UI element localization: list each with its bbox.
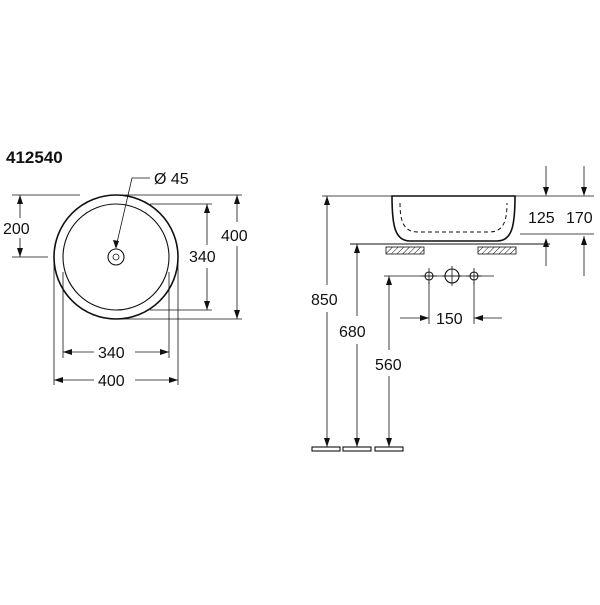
tap-center [442,266,462,286]
dim-offset-arrow-bottom [17,248,23,257]
outer-height-label: 400 [221,228,248,245]
bowl-height-label: 125 [528,210,555,227]
drain-leader [115,177,150,248]
dim-inner-height-arrow-bottom [204,301,210,310]
side-view: 125 170 850 680 560 [311,166,594,452]
floor-to-top-label: 850 [311,292,338,309]
dim-outer-width-arrow-right [169,377,178,383]
dim-bowl-height-arrow-top [543,187,549,196]
basin-inner-rim [62,203,170,311]
floor-plate-1 [311,446,341,452]
dim-outer-height-arrow-bottom [234,310,240,319]
dim-floor-tap-arrow-bottom [386,438,392,447]
dim-outer-width-arrow-left [54,377,63,383]
floor-to-tap-label: 560 [375,357,402,374]
dim-floor-tap-arrow-top [386,276,392,285]
dim-floor-counter-arrow-top [354,244,360,253]
total-height-label: 170 [566,210,593,227]
counter-support-left [385,246,425,255]
dim-tap-spacing-arrow-right [474,315,483,321]
dim-offset-arrow-top [17,195,23,204]
dim-inner-height-arrow-top [204,204,210,213]
tap-right [466,268,482,284]
dim-bowl-height-arrow-bottom [543,238,549,247]
drain-leader-arrow [113,240,119,249]
dim-tap-spacing-arrow-left [420,315,429,321]
top-view: Ø 45 200 340 400 3 [3,171,248,390]
tap-spacing-label: 150 [436,311,463,328]
drain-inner [112,253,120,261]
basin-outer-rim [53,194,179,320]
counter-support-right [477,246,517,255]
drain-diameter-label: Ø 45 [154,171,189,188]
dim-inner-width-arrow-left [63,349,72,355]
inner-height-label: 340 [189,249,216,266]
floor-plate-2 [342,446,372,452]
inner-width-label: 340 [98,345,125,362]
dim-inner-width-arrow-right [160,349,169,355]
offset-label: 200 [3,221,30,238]
dim-total-height-arrow-bottom [581,236,587,245]
dim-outer-height-arrow-top [234,195,240,204]
dim-floor-top-arrow-bottom [324,438,330,447]
outer-width-label: 400 [98,373,125,390]
dim-floor-counter-arrow-bottom [354,438,360,447]
floor-to-counter-label: 680 [339,324,366,341]
drain-outer [107,248,125,266]
floor-plate-3 [374,446,404,452]
basin-inner-profile [399,202,508,233]
tap-left [421,268,437,284]
dim-floor-top-arrow-top [324,196,330,205]
dim-total-height-arrow-top [581,187,587,196]
model-number: 412540 [6,148,63,167]
basin-side-profile [391,195,516,242]
